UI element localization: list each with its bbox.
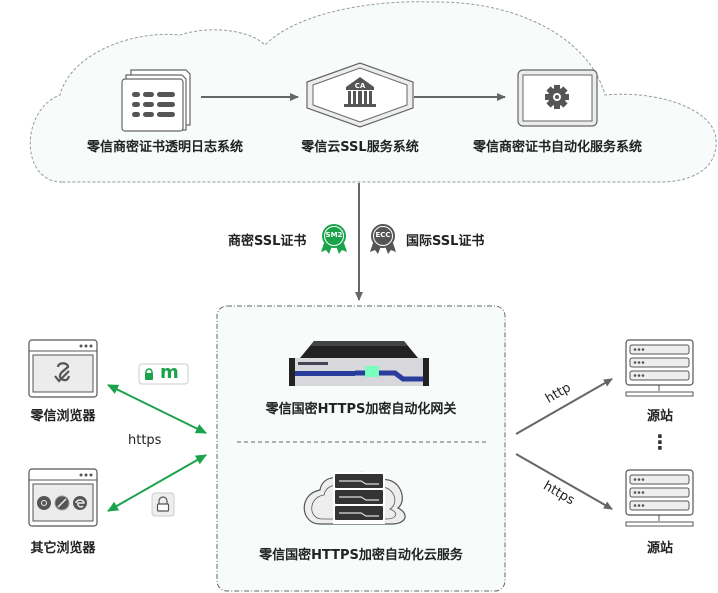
origin-server-bottom-icon [625, 469, 694, 527]
other-browser-icon [28, 468, 98, 527]
https-client-label: https [128, 433, 162, 448]
auto-system-label: 零信商密证书自动化服务系统 [472, 140, 642, 155]
arrow-to-origin-https [515, 453, 613, 510]
zx-browser-icon [28, 339, 98, 398]
ecc-badge-icon [370, 224, 396, 254]
zx-browser-label: 零信浏览器 [30, 409, 96, 424]
safari-icon [54, 495, 70, 511]
log-documents-icon [121, 69, 191, 132]
sm2-badge-text: SM2 [325, 231, 343, 239]
intl-ssl-cert-label: 国际SSL证书 [406, 234, 485, 249]
gateway-label: 零信国密HTTPS加密自动化网关 [265, 402, 457, 417]
log-system-label: 零信商密证书透明日志系统 [86, 140, 243, 155]
lock-icon [158, 496, 168, 504]
chrome-icon [37, 496, 51, 510]
svg-text:CA: CA [355, 82, 366, 90]
padlock-badge [151, 492, 175, 517]
cloud-service-label: 零信国密HTTPS加密自动化云服务 [259, 548, 463, 563]
zx-badge-text: m [160, 362, 179, 383]
zx-secure-badge [138, 363, 189, 385]
gear-icon [517, 69, 598, 127]
origin-server-top-icon [625, 339, 694, 397]
origin-top-label: 源站 [646, 409, 673, 424]
ssl-system-label: 零信云SSL服务系统 [301, 140, 419, 155]
sm2-badge-icon [321, 224, 347, 254]
arrow-to-origin-http [515, 378, 613, 435]
gateway-appliance-image [289, 341, 429, 386]
arrow-other-browser-https [107, 454, 207, 512]
ellipsis-vertical: ⋮ [650, 430, 670, 454]
ca-bank-icon: CA [306, 62, 414, 128]
arrow-zx-browser-https [107, 384, 207, 434]
lock-icon [145, 368, 153, 374]
cloud-server-icon [303, 471, 406, 525]
ecc-badge-text: ECC [375, 231, 391, 239]
origin-bottom-label: 源站 [646, 541, 673, 556]
sm-ssl-cert-label: 商密SSL证书 [228, 234, 307, 249]
other-browser-label: 其它浏览器 [30, 541, 96, 556]
edge-icon [73, 496, 87, 510]
